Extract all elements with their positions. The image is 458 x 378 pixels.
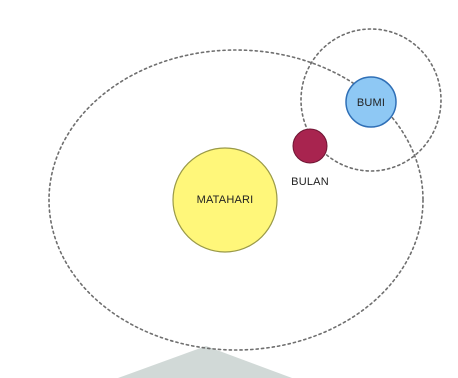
moon-circle <box>292 128 328 164</box>
sun-circle <box>172 147 278 253</box>
moon-label: BULAN <box>291 176 329 188</box>
moon: BULAN <box>291 128 329 188</box>
up-arrow-watermark-icon <box>118 346 292 378</box>
earth-orbit <box>48 49 424 351</box>
earth-label: BUMI <box>357 97 385 109</box>
sun-label: MATAHARI <box>197 194 254 206</box>
earth: BUMI <box>345 76 397 128</box>
sun: MATAHARI <box>172 147 278 253</box>
earth-circle <box>345 76 397 128</box>
moon-orbit <box>300 28 442 172</box>
